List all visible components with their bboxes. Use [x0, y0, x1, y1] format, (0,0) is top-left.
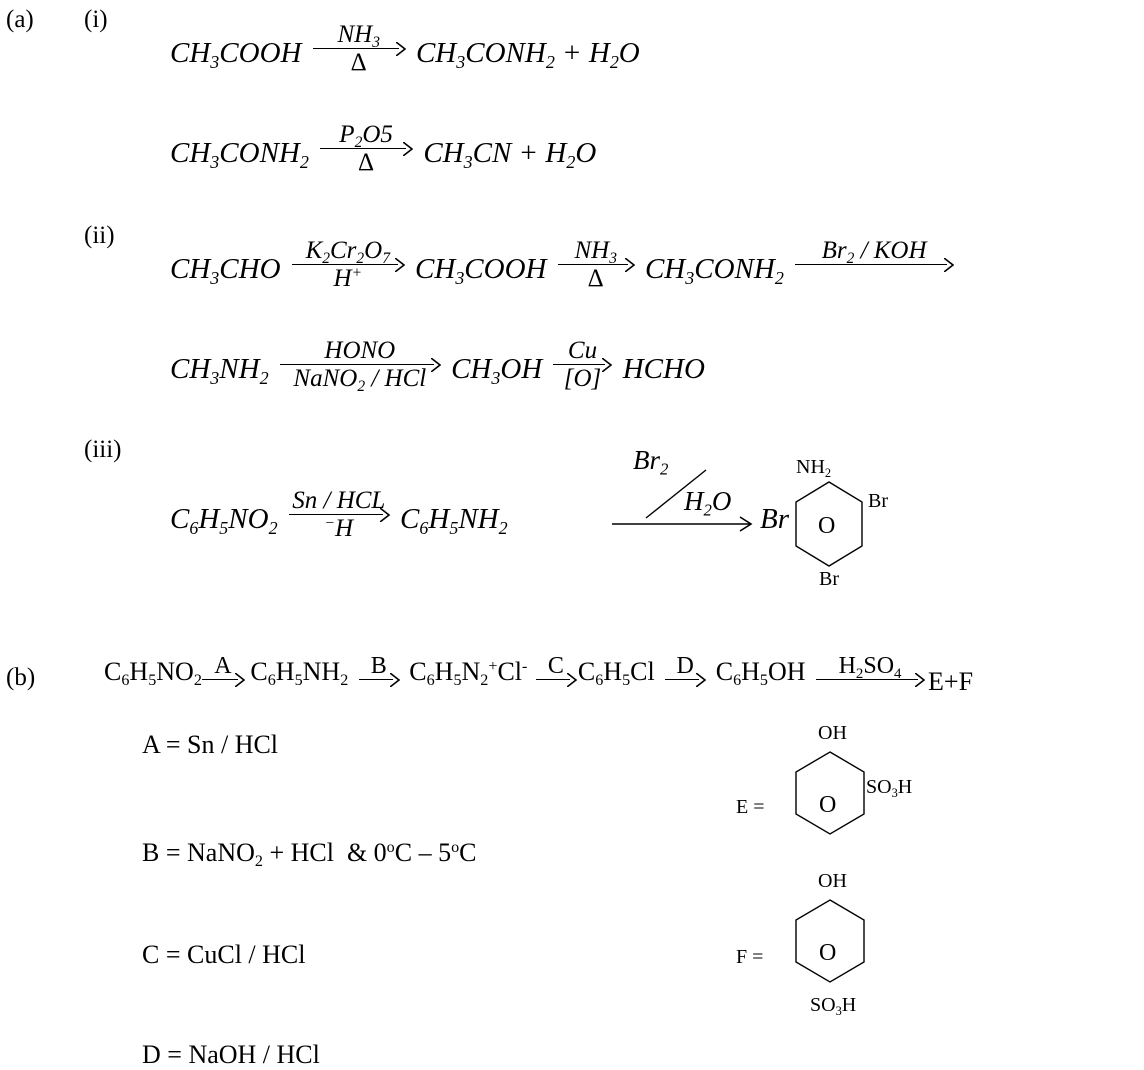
substituent-left: Br [760, 503, 789, 535]
formula: HCHO [622, 353, 705, 386]
formula: CH3CONH2 + H2O [415, 37, 640, 72]
reaction-arrow: C [535, 653, 577, 690]
condition: [O] [563, 365, 602, 392]
formula: C6H5NH2 [400, 503, 508, 538]
formula: C6H5NO2 [170, 503, 278, 538]
reagent: K2Cr2O7 [305, 237, 390, 267]
reaction-arrow: NH3 Δ [312, 21, 406, 77]
benzene-ring-f [795, 899, 865, 983]
condition: Δ [350, 49, 367, 76]
reagent: B [370, 653, 387, 679]
reaction-arrow: P2O5 Δ [320, 121, 414, 177]
formula: CH3OH [451, 353, 543, 388]
reaction-arrow: HONO NaNO2 / HCl [279, 337, 441, 395]
ring-center: O [818, 513, 836, 539]
formula: CH3CN + H2O [423, 137, 597, 172]
reagent: HONO [324, 337, 396, 364]
label-a: (a) [6, 6, 34, 33]
f-bottom: SO3H [810, 994, 857, 1018]
label-b: (b) [6, 664, 36, 691]
reagent-h2o: H2O [684, 486, 732, 520]
f-label: F = [736, 946, 764, 968]
formula: C6H5NH2 [250, 657, 349, 690]
formula: C6H5N2+Cl- [409, 657, 528, 690]
formula: CH3CHO [170, 253, 281, 288]
e-top: OH [818, 722, 847, 744]
condition: −H [324, 514, 354, 542]
reaction-arrow: H2SO4 [816, 653, 926, 690]
reaction-arrow: B [358, 653, 400, 690]
condition: Δ [587, 265, 604, 292]
eq-a-iii: C6H5NO2 Sn / HCL −H C6H5NH2 x [170, 488, 661, 549]
reaction-arrow: Sn / HCL −H [288, 487, 390, 543]
reaction-arrow: K2Cr2O7 H+ [291, 237, 405, 293]
def-c: C = CuCl / HCl [142, 940, 306, 969]
reagent: C [547, 653, 564, 679]
label-ii: (ii) [84, 222, 115, 249]
label-i: (i) [84, 6, 108, 33]
reagent: Cu [567, 337, 598, 364]
label-iii: (iii) [84, 436, 122, 463]
reagent: NH3 [574, 237, 617, 267]
eq-a-ii-1: CH3CHO K2Cr2O7 H+ CH3COOH NH3 Δ CH3CONH2… [170, 238, 957, 299]
f-top: OH [818, 870, 847, 892]
formula: CH3COOH [170, 37, 302, 72]
e-center: O [819, 792, 837, 818]
reaction-arrow: Cu [O] [553, 337, 613, 393]
eq-a-i-1: CH3COOH NH3 Δ CH3CONH2 + H2O [170, 22, 640, 83]
substituent-bottom: Br [819, 568, 839, 590]
reagent: H2SO4 [838, 653, 902, 682]
def-a: A = Sn / HCl [142, 730, 279, 759]
condition: NaNO2 / HCl [293, 365, 427, 395]
reaction-arrow [612, 516, 753, 532]
def-d: D = NaOH / HCl [142, 1040, 320, 1069]
eq-b-chain: C6H5NO2 A C6H5NH2 B C6H5N2+Cl- C C6H5Cl … [104, 653, 974, 697]
formula: C6H5Cl [577, 657, 655, 690]
condition: H+ [333, 264, 363, 292]
reagent: NH3 [337, 21, 380, 51]
benzene-ring-e [795, 751, 865, 835]
reaction-arrow: NH3 Δ [557, 237, 635, 293]
reagent: Br2 / KOH [821, 237, 927, 267]
formula-products: E+F [928, 667, 974, 697]
formula: CH3COOH [415, 253, 547, 288]
substituent-right: Br [868, 490, 888, 512]
reaction-arrow: D [665, 653, 707, 690]
formula: CH3CONH2 [644, 253, 784, 288]
substituent-top: NH2 [796, 456, 832, 480]
benzene-ring [795, 481, 863, 567]
formula: CH3NH2 [170, 353, 269, 388]
def-b: B = NaNO2 + HCl & 0oC – 5oC [142, 838, 477, 871]
eq-a-i-2: CH3CONH2 P2O5 Δ CH3CN + H2O [170, 122, 597, 183]
e-side: SO3H [866, 776, 913, 800]
reagent: A [214, 653, 232, 679]
formula: C6H5OH [715, 657, 806, 690]
e-label: E = [736, 796, 765, 818]
slash-divider [645, 469, 707, 519]
formula: C6H5NO2 [104, 657, 202, 690]
eq-a-ii-2: CH3NH2 HONO NaNO2 / HCl CH3OH Cu [O] HCH… [170, 338, 705, 399]
f-center: O [819, 940, 837, 966]
reagent: Sn / HCL [292, 487, 386, 514]
reaction-arrow: Br2 / KOH [795, 237, 955, 293]
reagent: D [676, 653, 694, 679]
reagent: P2O5 [339, 121, 393, 151]
reaction-arrow: A [201, 653, 245, 690]
reagent-br2: Br2 [633, 445, 669, 479]
condition: Δ [358, 149, 375, 176]
formula: CH3CONH2 [170, 137, 309, 172]
